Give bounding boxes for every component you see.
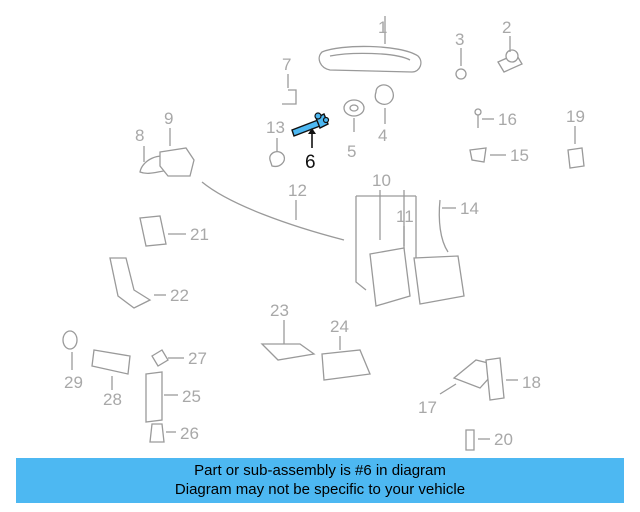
part-24-check <box>321 336 371 381</box>
callout-5: 5 <box>347 142 356 161</box>
caption-line-1: Part or sub-assembly is #6 in diagram <box>194 462 446 479</box>
part-1-outside-handle <box>318 16 422 73</box>
part-18-plate <box>485 357 518 401</box>
callout-4: 4 <box>378 126 387 145</box>
part-27-nut <box>151 349 184 367</box>
callout-24: 24 <box>330 317 349 336</box>
callout-13: 13 <box>266 118 285 137</box>
callout-26: 26 <box>180 424 199 443</box>
part-22-bracket <box>109 257 166 309</box>
callout-10: 10 <box>372 171 391 190</box>
caption-banner: Part or sub-assembly is #6 in diagram Di… <box>16 458 624 503</box>
part-14-rod <box>438 199 456 253</box>
callout-6: 6 <box>305 152 316 173</box>
part-7-clip <box>282 74 297 105</box>
part-29-plug <box>62 330 78 370</box>
callout-16: 16 <box>498 110 517 129</box>
callout-19: 19 <box>566 107 585 126</box>
callout-11: 11 <box>396 207 414 226</box>
part-10-11-latch <box>355 190 465 307</box>
callout-9: 9 <box>164 109 173 128</box>
callout-17: 17 <box>418 398 437 417</box>
caption-line-2: Diagram may not be specific to your vehi… <box>174 481 466 498</box>
callout-3: 3 <box>455 30 464 49</box>
callout-8: 8 <box>135 126 144 145</box>
callout-23: 23 <box>270 301 289 320</box>
part-13-clip <box>269 138 286 168</box>
part-28-boot <box>91 349 131 390</box>
callout-21: 21 <box>190 225 209 244</box>
part-6-highlighted <box>291 112 330 148</box>
callout-1: 1 <box>378 18 387 37</box>
part-2-lock-cylinder <box>497 36 523 73</box>
part-8-9-inside-handle <box>139 128 195 177</box>
callout-29: 29 <box>64 373 83 392</box>
part-21-bracket <box>139 215 186 247</box>
callout-22: 22 <box>170 286 189 305</box>
part-12-rod <box>201 181 345 241</box>
callout-25: 25 <box>182 387 201 406</box>
callout-15: 15 <box>510 146 529 165</box>
callout-12: 12 <box>288 181 307 200</box>
part-20-pad <box>465 429 490 451</box>
callout-7: 7 <box>282 55 291 74</box>
part-23-hinge <box>260 320 316 361</box>
part-5-spring <box>343 99 365 132</box>
part-16-screw <box>474 108 494 128</box>
callout-20: 20 <box>494 430 513 449</box>
callout-14: 14 <box>460 199 479 218</box>
callout-27: 27 <box>188 349 207 368</box>
part-25-plate <box>145 371 178 423</box>
part-15-clip <box>469 147 506 163</box>
part-3-washer <box>455 48 467 80</box>
part-19-grommet <box>567 126 585 169</box>
part-4-bracket <box>374 84 394 124</box>
callout-2: 2 <box>502 18 511 37</box>
callout-18: 18 <box>522 373 541 392</box>
part-26-bolt <box>149 423 176 443</box>
callout-28: 28 <box>103 390 122 409</box>
